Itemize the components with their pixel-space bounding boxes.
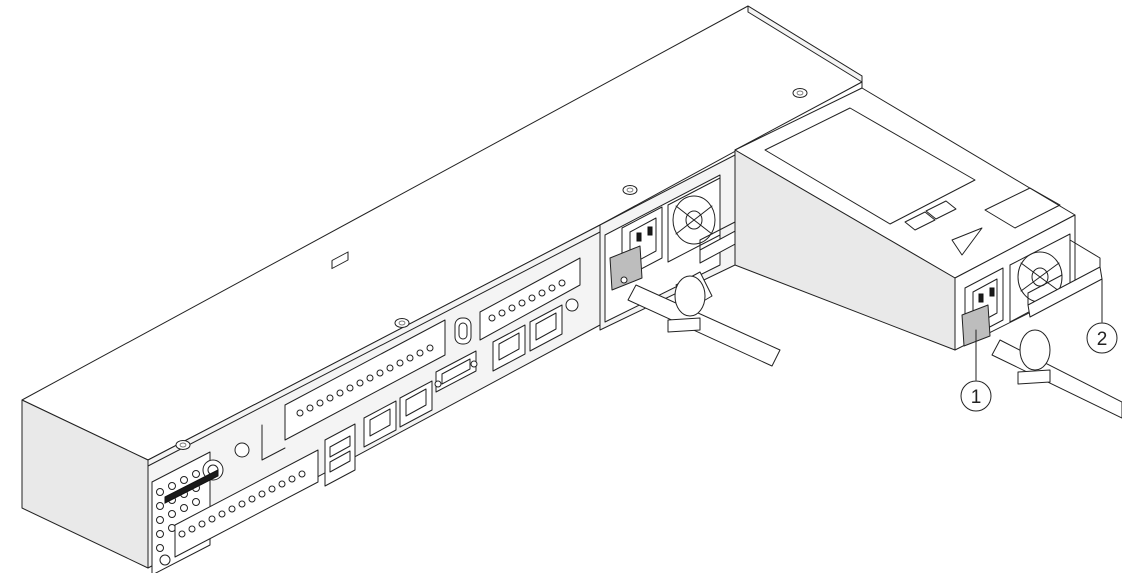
psu-label-panel bbox=[764, 107, 976, 225]
psu-release-latch bbox=[961, 304, 991, 347]
callout-2: 2 bbox=[1086, 278, 1118, 354]
server-chassis bbox=[21, 5, 863, 569]
psu-handle bbox=[1027, 239, 1103, 318]
label-strip bbox=[164, 469, 219, 504]
screw-icon bbox=[175, 440, 191, 450]
ethernet-port-icon bbox=[529, 304, 563, 352]
fan-icon bbox=[667, 177, 721, 263]
psu-installed bbox=[604, 174, 781, 367]
expansion-slot-upper bbox=[479, 257, 581, 341]
psu-extended bbox=[734, 87, 1122, 419]
callout-2-label: 2 bbox=[1097, 329, 1108, 350]
serial-port-icon bbox=[454, 317, 472, 345]
screw-icon bbox=[394, 318, 410, 328]
callout-1: 1 bbox=[960, 329, 992, 412]
power-cable-left bbox=[627, 271, 781, 367]
power-cable-right bbox=[991, 329, 1122, 419]
vga-port-icon bbox=[434, 350, 478, 393]
psu-installed-latch bbox=[609, 245, 643, 291]
ground-screw-icon bbox=[565, 298, 579, 312]
screw-icon bbox=[792, 88, 808, 98]
expansion-slot-lower bbox=[174, 449, 319, 558]
rear-ports bbox=[151, 251, 581, 576]
screw-icon bbox=[622, 185, 638, 195]
ethernet-port-icon bbox=[492, 324, 526, 372]
callout-1-label: 1 bbox=[971, 387, 982, 408]
ethernet-port-icon bbox=[399, 380, 433, 428]
ethernet-port-icon bbox=[363, 400, 397, 448]
expansion-slot-middle bbox=[261, 319, 446, 461]
chassis-screws bbox=[175, 88, 808, 450]
usb-ports bbox=[324, 251, 356, 487]
